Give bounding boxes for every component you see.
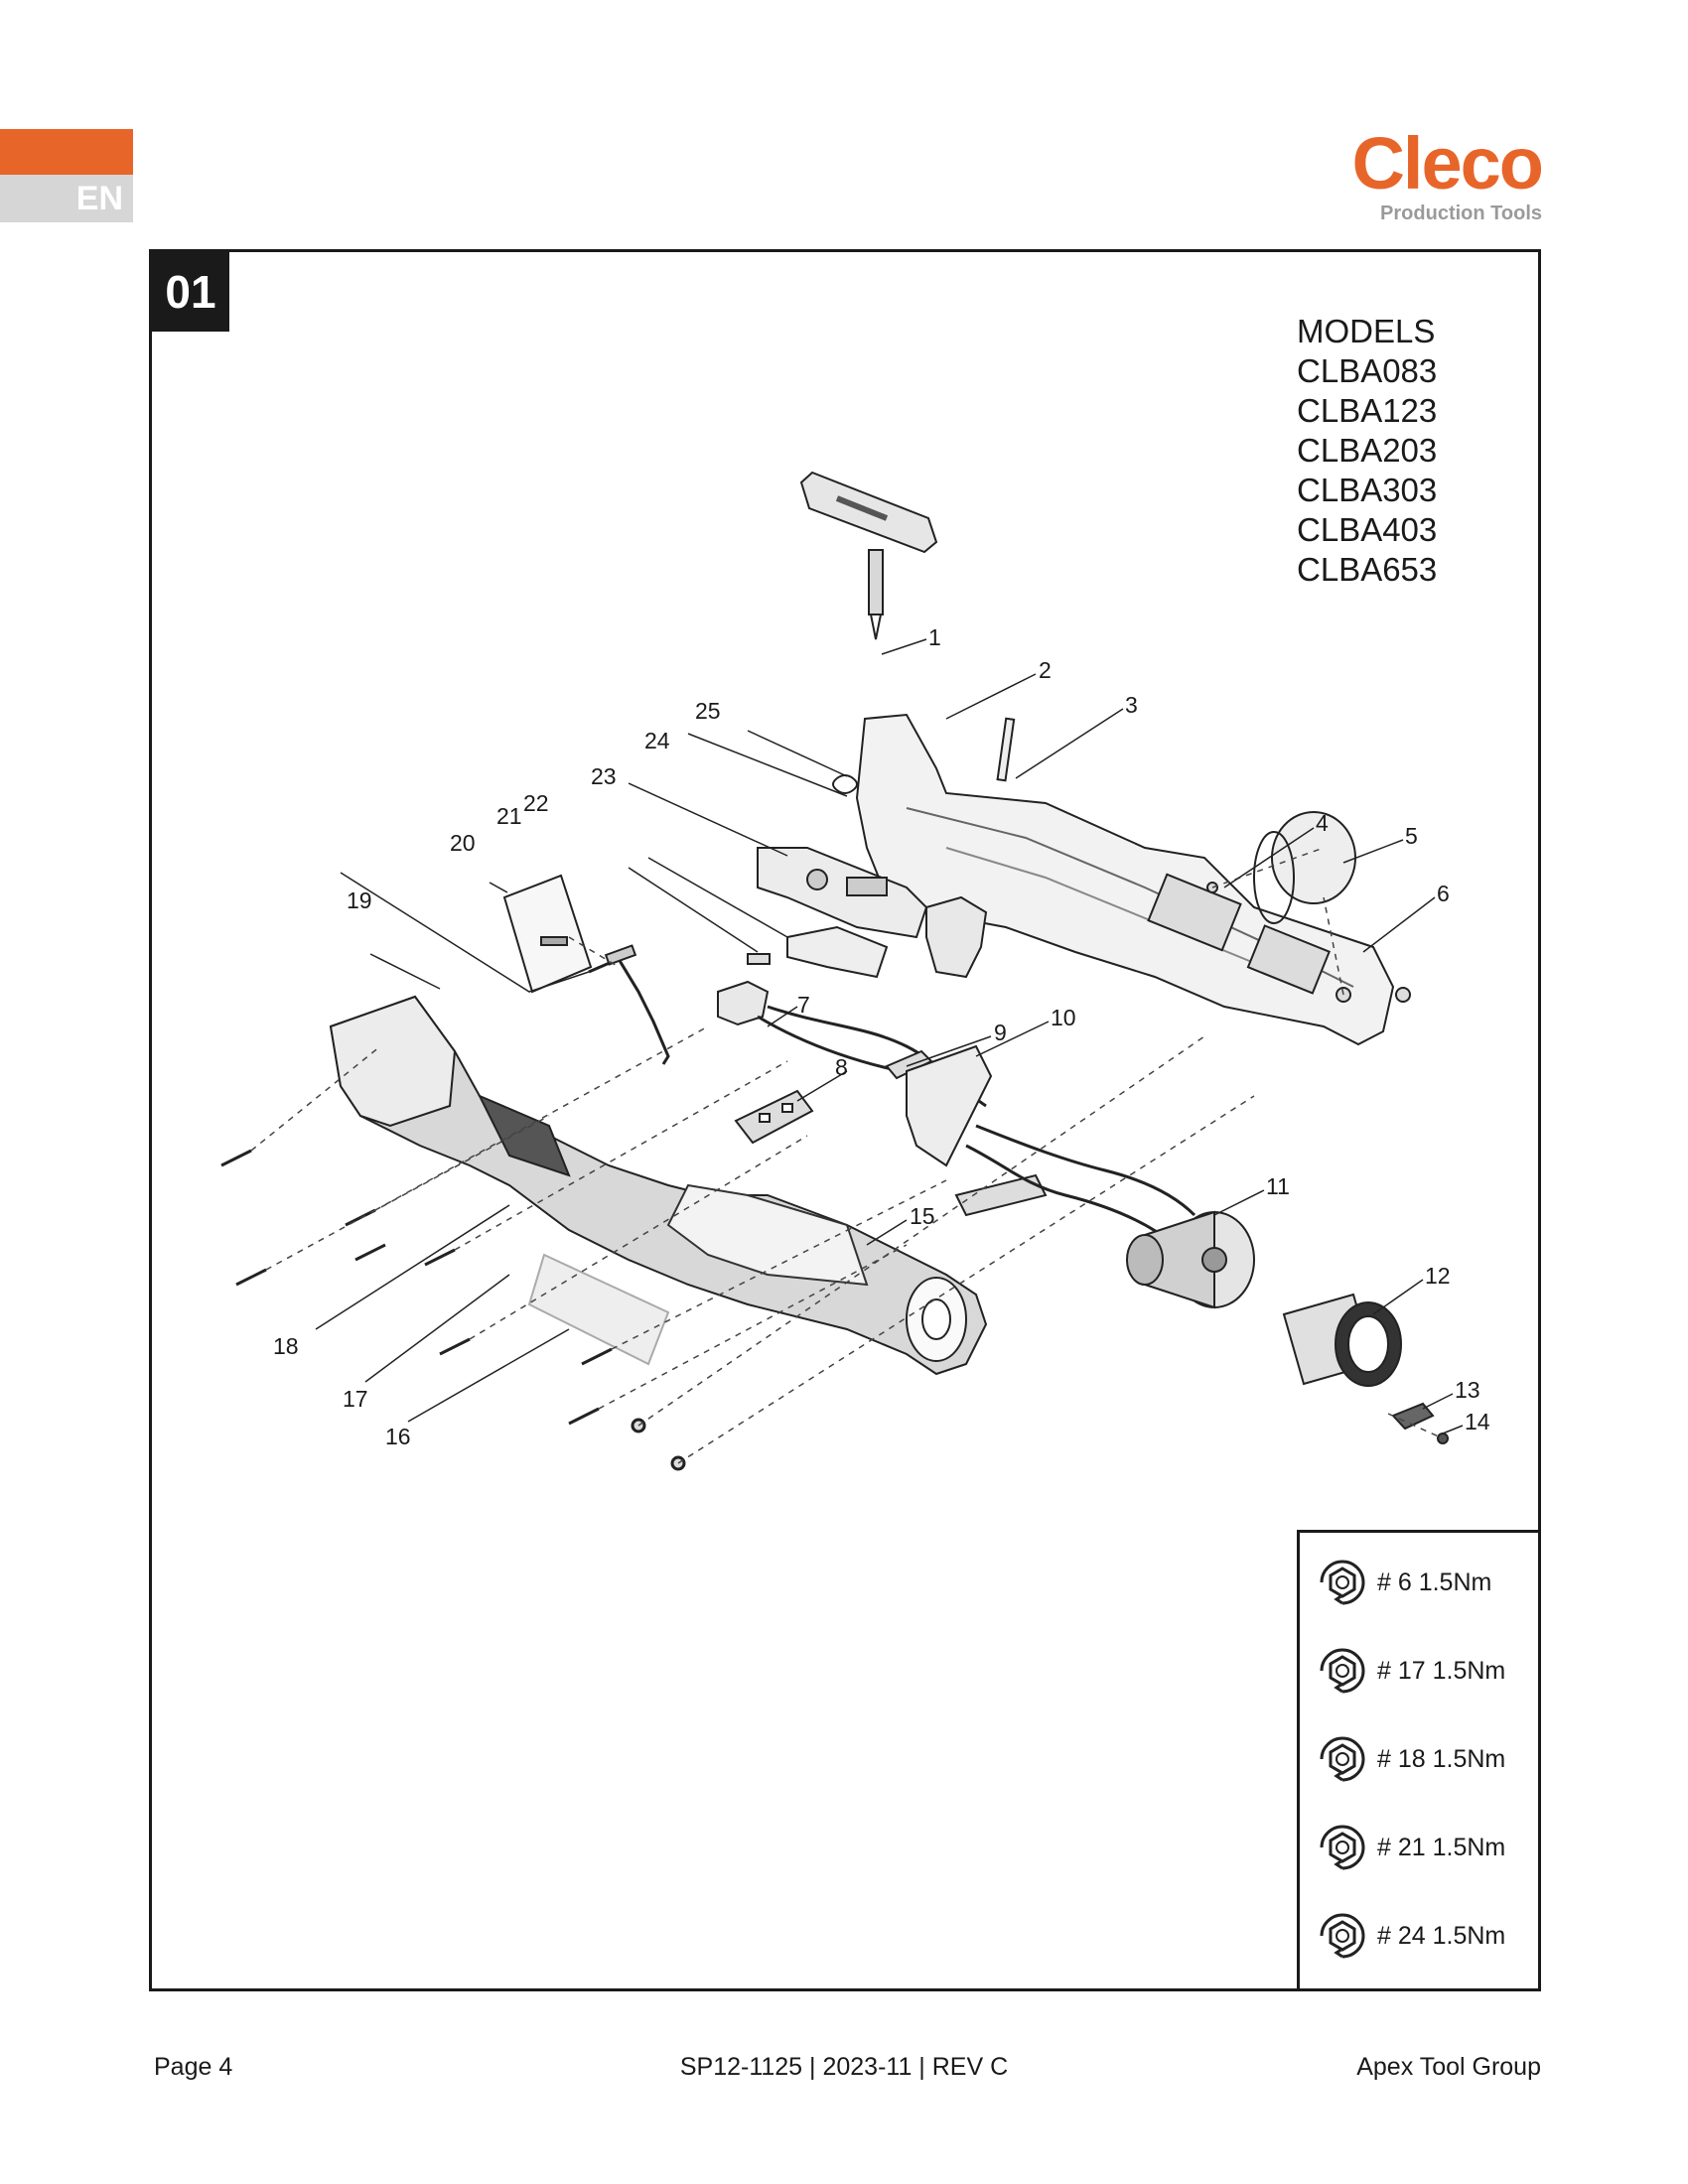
torque-spec-label: # 21 1.5Nm — [1377, 1833, 1506, 1861]
language-tab-accent — [0, 129, 133, 175]
callout-23: 23 — [591, 763, 617, 789]
callout-17: 17 — [343, 1386, 368, 1412]
part-23-control-board — [757, 847, 928, 939]
part-25-spring — [832, 774, 858, 794]
part-22-switch — [786, 925, 889, 979]
part-20-label-card — [502, 874, 593, 994]
callout-12: 12 — [1425, 1263, 1451, 1289]
callout-19: 19 — [347, 887, 372, 913]
model-item: CLBA653 — [1297, 551, 1438, 588]
part-13-clip — [1391, 1402, 1435, 1431]
part-6-screw — [1395, 987, 1411, 1003]
footer-company: Apex Tool Group — [1356, 2053, 1541, 2081]
callout-20: 20 — [450, 830, 476, 856]
torque-spec-row: # 24 1.5Nm — [1316, 1906, 1505, 1966]
torque-spec-row: # 18 1.5Nm — [1316, 1729, 1505, 1789]
callout-21: 21 — [496, 803, 522, 829]
torque-spec-row: # 17 1.5Nm — [1316, 1641, 1505, 1701]
language-tab: EN — [0, 129, 133, 222]
torque-wrench-icon — [1320, 1560, 1365, 1605]
torque-spec-label: # 6 1.5Nm — [1377, 1568, 1492, 1596]
torque-wrench-icon — [1320, 1648, 1365, 1694]
callout-3: 3 — [1125, 692, 1138, 718]
callout-15: 15 — [910, 1203, 935, 1229]
callout-2: 2 — [1039, 657, 1052, 683]
torque-wrench-icon — [1320, 1913, 1365, 1959]
models-heading: MODELS — [1297, 313, 1436, 349]
callout-18: 18 — [273, 1333, 299, 1359]
section-number: 01 — [152, 252, 229, 332]
footer-page-number: Page 4 — [154, 2053, 233, 2081]
callout-5: 5 — [1405, 823, 1418, 849]
part-16-label — [527, 1253, 670, 1366]
part-8-bracket — [734, 1089, 814, 1145]
part-3-pin — [996, 717, 1016, 782]
torque-spec-row: # 21 1.5Nm — [1316, 1818, 1505, 1877]
callout-22: 22 — [523, 790, 549, 816]
part-5-ring — [1253, 811, 1356, 924]
callout-9: 9 — [994, 1020, 1007, 1045]
model-item: CLBA083 — [1297, 352, 1438, 389]
callout-14: 14 — [1465, 1409, 1490, 1434]
callout-6: 6 — [1437, 881, 1450, 906]
callout-24: 24 — [644, 728, 670, 753]
callout-8: 8 — [835, 1054, 848, 1080]
torque-spec-panel: # 6 1.5Nm # 17 1.5Nm # 18 1.5Nm — [1297, 1530, 1541, 1991]
torque-spec-label: # 18 1.5Nm — [1377, 1744, 1506, 1773]
part-11-motor — [1126, 1210, 1255, 1309]
part-trigger-block — [925, 895, 988, 979]
exploded-parts-diagram — [220, 471, 1464, 1471]
model-item: CLBA403 — [1297, 511, 1438, 548]
callout-11: 11 — [1266, 1173, 1290, 1199]
callout-10: 10 — [1051, 1005, 1076, 1030]
part-21-screw — [747, 953, 771, 965]
part-1-t-handle-key — [799, 471, 938, 640]
torque-spec-label: # 17 1.5Nm — [1377, 1656, 1506, 1685]
torque-wrench-icon — [1320, 1825, 1365, 1870]
logo-brand-text: Cleco — [1351, 122, 1544, 205]
torque-spec-label: # 24 1.5Nm — [1377, 1921, 1506, 1950]
callout-13: 13 — [1455, 1377, 1480, 1403]
model-item: CLBA203 — [1297, 432, 1438, 469]
models-list: MODELS CLBA083 CLBA123 CLBA203 CLBA303 C… — [1297, 312, 1437, 590]
part-15-outer-housing — [329, 995, 988, 1376]
model-item: CLBA123 — [1297, 392, 1438, 429]
torque-wrench-icon — [1320, 1736, 1365, 1782]
callout-16: 16 — [385, 1424, 411, 1449]
model-item: CLBA303 — [1297, 472, 1438, 508]
language-label: EN — [0, 175, 133, 222]
part-12-gear-housing — [1282, 1293, 1402, 1387]
torque-spec-row: # 6 1.5Nm — [1316, 1553, 1491, 1612]
brand-logo: Cleco Production Tools — [1351, 122, 1544, 225]
part-19-wire-harness — [588, 944, 670, 1065]
part-10-controller-plate — [906, 1044, 1196, 1247]
callout-leader-lines — [315, 638, 1464, 1434]
logo-tagline: Production Tools — [1380, 203, 1542, 224]
part-2-housing-half — [855, 713, 1395, 1046]
footer-document-id: SP12-1125 | 2023-11 | REV C — [679, 2053, 1009, 2081]
callout-7: 7 — [797, 992, 810, 1018]
diagram-frame: 01 MODELS CLBA083 CLBA123 CLBA203 CLBA30… — [149, 249, 1541, 1991]
callout-1: 1 — [928, 624, 941, 650]
callout-4: 4 — [1316, 810, 1329, 836]
callout-25: 25 — [695, 698, 721, 724]
assembly-dashed-lines — [250, 847, 1444, 1464]
